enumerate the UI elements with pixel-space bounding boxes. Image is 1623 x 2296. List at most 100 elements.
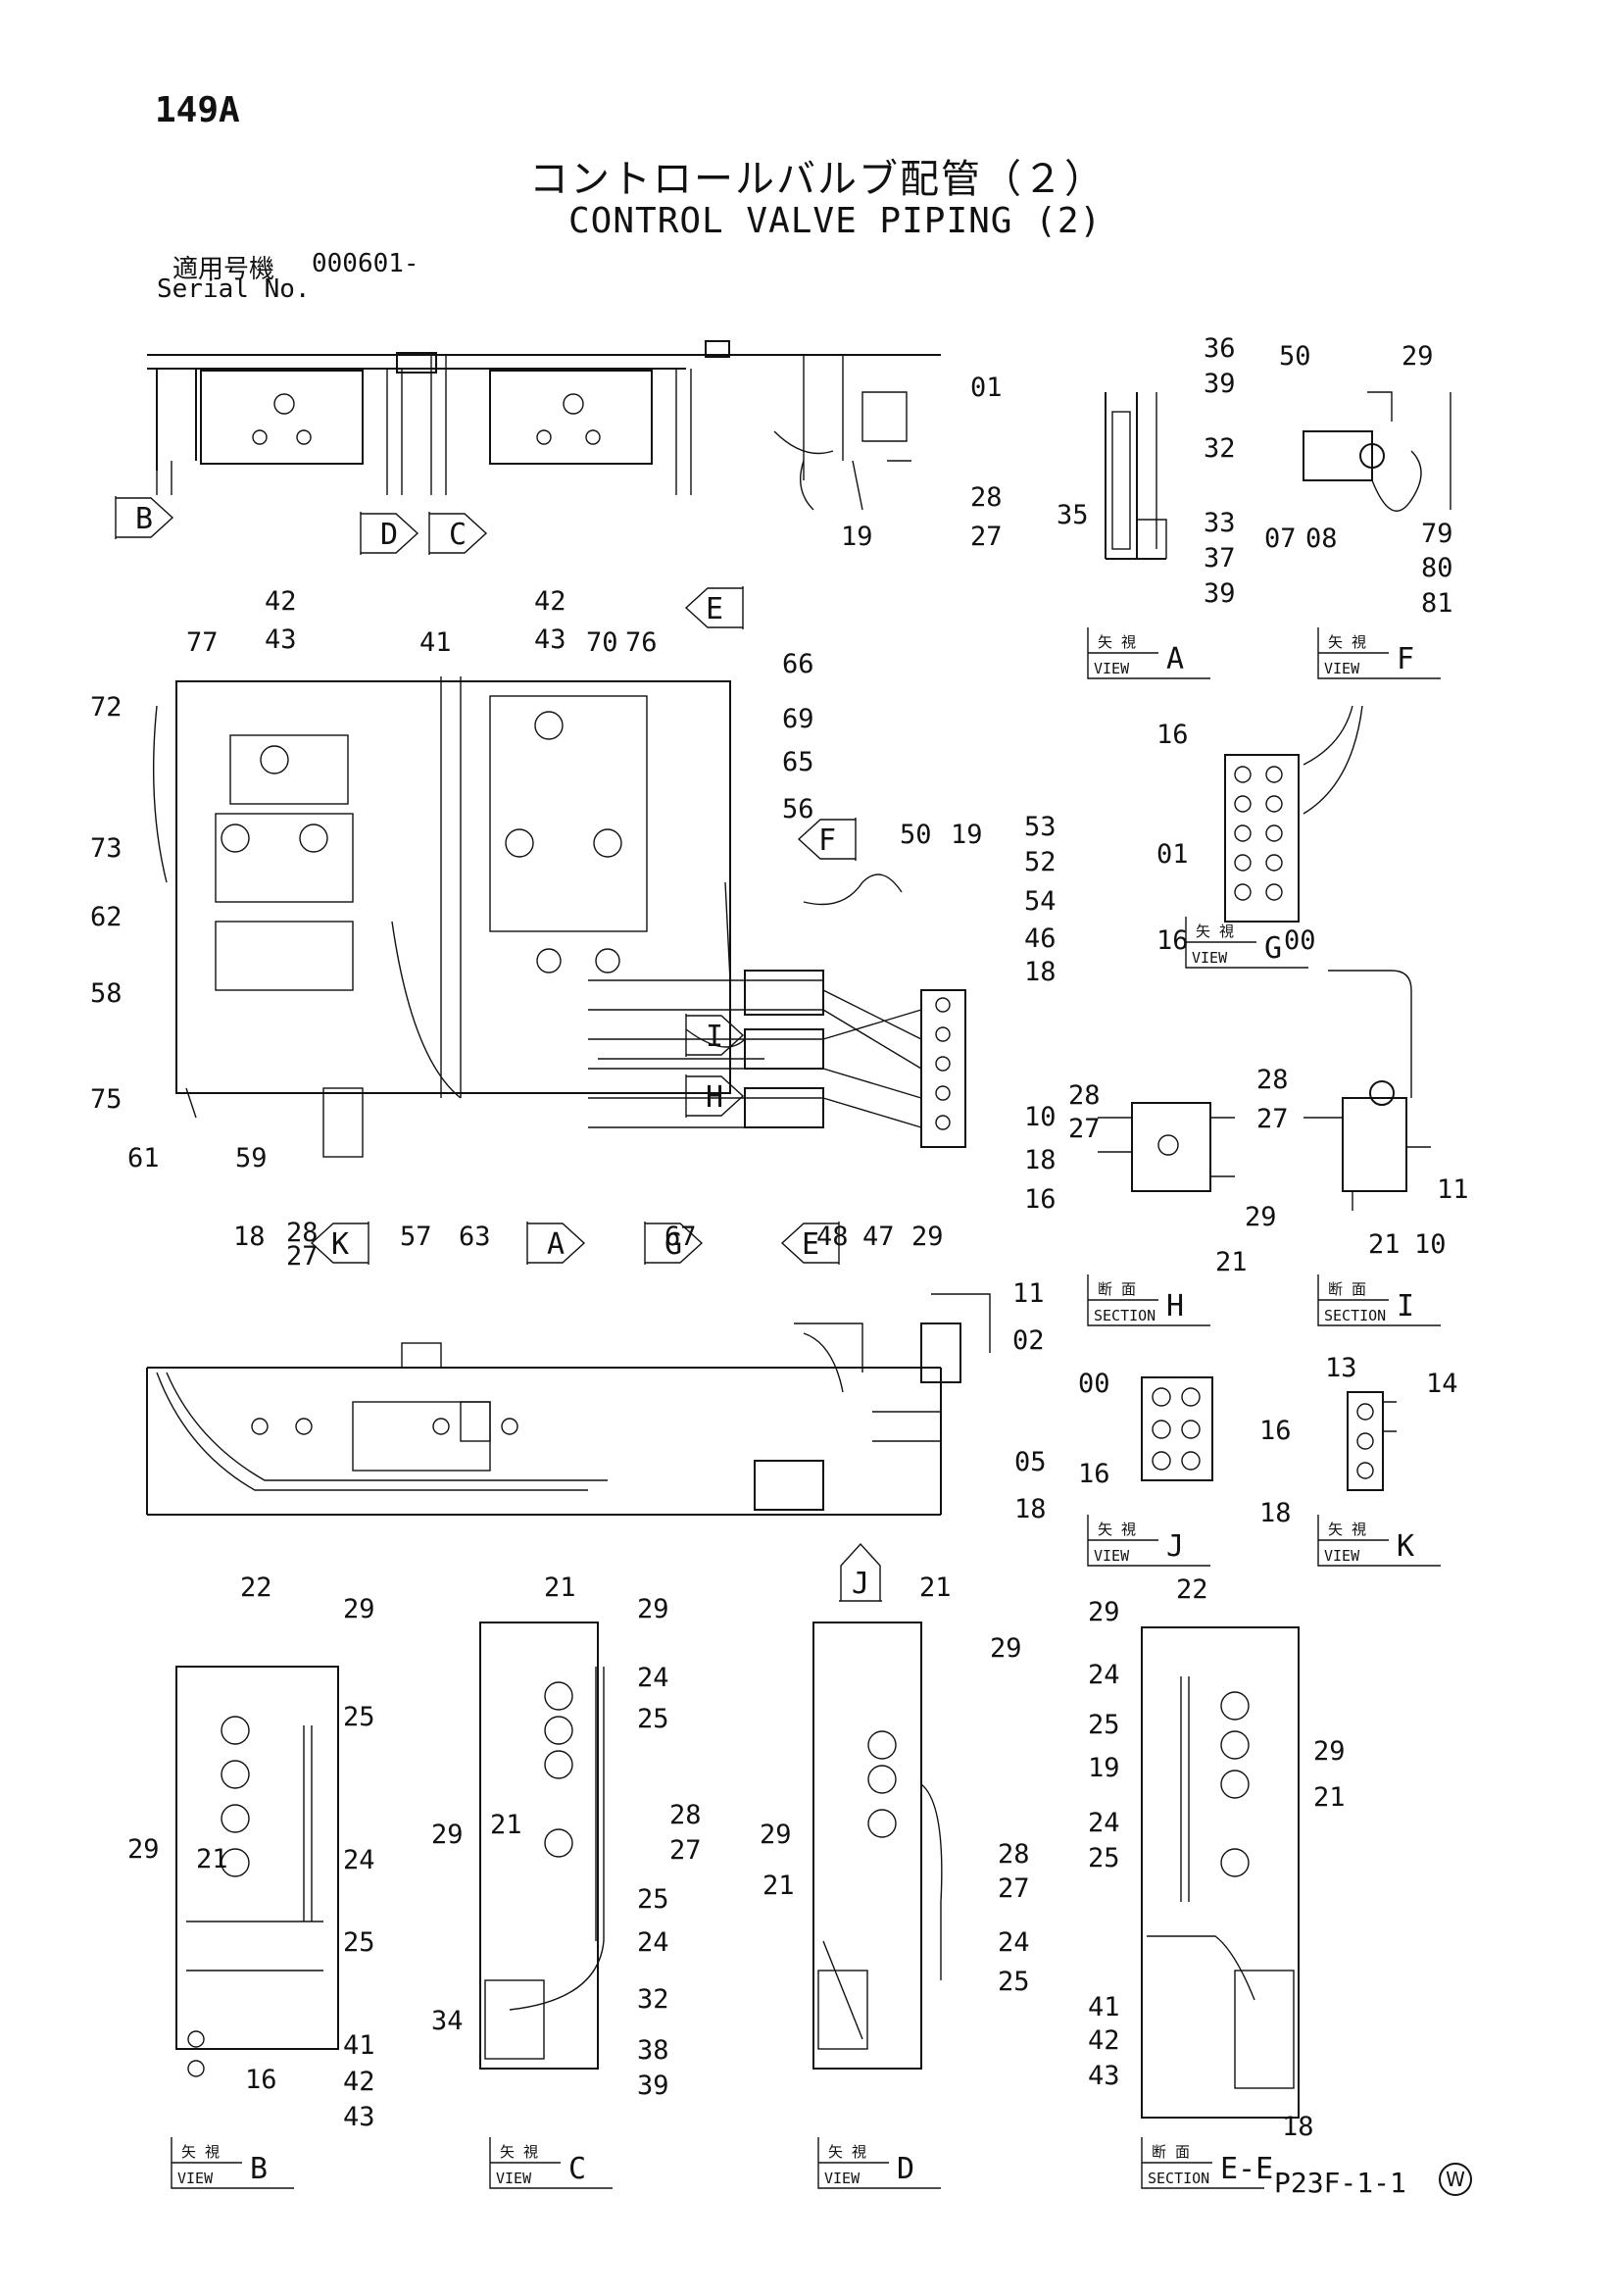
- part-callout-29: 29: [1245, 1202, 1277, 1232]
- part-callout-27: 27: [998, 1873, 1030, 1904]
- part-callout-81: 81: [1421, 588, 1453, 619]
- part-callout-28: 28: [970, 482, 1003, 513]
- part-callout-25: 25: [1088, 1710, 1120, 1740]
- part-callout-27: 27: [970, 522, 1003, 552]
- part-callout-25: 25: [1088, 1843, 1120, 1873]
- part-callout-27: 27: [1068, 1114, 1101, 1144]
- part-callout-08: 08: [1305, 524, 1338, 554]
- view-arrow-letter: J: [852, 1567, 869, 1601]
- view-label-en: VIEW: [824, 2170, 861, 2187]
- part-callout-42: 42: [343, 2067, 375, 2097]
- view-arrow-g: G: [644, 1222, 704, 1265]
- view-arrow-letter: B: [135, 502, 153, 536]
- title-japanese: コントロールバルブ配管（２）: [529, 157, 1106, 202]
- part-callout-27: 27: [1256, 1104, 1289, 1134]
- view-arrow-letter: G: [664, 1227, 682, 1262]
- part-callout-21: 21: [762, 1871, 795, 1901]
- watermark-symbol: W: [1439, 2163, 1472, 2196]
- part-callout-25: 25: [637, 1884, 669, 1915]
- part-callout-25: 25: [998, 1967, 1030, 1997]
- part-callout-22: 22: [1176, 1574, 1208, 1605]
- part-callout-77: 77: [186, 627, 219, 658]
- part-callout-18: 18: [1024, 1145, 1057, 1175]
- part-callout-27: 27: [669, 1835, 702, 1866]
- side-elevation-view: [146, 1293, 991, 1516]
- view-label-letter: G: [1264, 931, 1282, 966]
- part-callout-14: 14: [1426, 1369, 1458, 1399]
- part-callout-39: 39: [1204, 578, 1236, 609]
- part-callout-38: 38: [637, 2035, 669, 2066]
- view-arrow-letter: E: [802, 1227, 819, 1262]
- view-label-ja: 矢 視: [828, 2143, 866, 2161]
- view-label-en: VIEW: [1324, 660, 1360, 677]
- part-callout-19: 19: [841, 522, 873, 552]
- part-callout-16: 16: [1259, 1416, 1292, 1446]
- part-callout-62: 62: [90, 902, 123, 932]
- view-g-drawing: [1224, 705, 1363, 923]
- view-arrow-letter: F: [818, 824, 836, 858]
- part-callout-18: 18: [1259, 1498, 1292, 1528]
- part-callout-36: 36: [1204, 333, 1236, 364]
- view-k-drawing: [1347, 1391, 1397, 1491]
- part-callout-27: 27: [286, 1241, 319, 1272]
- part-callout-29: 29: [127, 1834, 160, 1865]
- part-callout-22: 22: [240, 1572, 272, 1603]
- part-callout-41: 41: [343, 2030, 375, 2061]
- part-callout-59: 59: [235, 1143, 268, 1173]
- part-callout-80: 80: [1421, 553, 1453, 583]
- view-d-drawing: [812, 1622, 943, 2070]
- part-callout-34: 34: [431, 2006, 464, 2036]
- view-label-ja: 矢 視: [181, 2143, 220, 2161]
- view-label-en: SECTION: [1324, 1307, 1386, 1324]
- part-callout-13: 13: [1325, 1353, 1357, 1383]
- view-arrow-i: I: [685, 1014, 745, 1057]
- view-arrow-letter: C: [449, 518, 467, 552]
- part-callout-00: 00: [1284, 925, 1316, 956]
- part-callout-29: 29: [911, 1222, 944, 1252]
- view-j-drawing: [1141, 1376, 1213, 1481]
- view-label-ja: 矢 視: [500, 2143, 538, 2161]
- part-callout-43: 43: [1088, 2061, 1120, 2091]
- part-callout-28: 28: [669, 1800, 702, 1830]
- part-callout-52: 52: [1024, 847, 1057, 877]
- section-i-drawing: [1303, 970, 1431, 1211]
- view-label-letter: E-E: [1220, 2152, 1273, 2186]
- view-label-ja: 矢 視: [1098, 633, 1136, 651]
- part-callout-54: 54: [1024, 886, 1057, 917]
- serial-range: 000601-: [312, 249, 419, 278]
- view-arrow-letter: I: [706, 1020, 723, 1054]
- part-callout-16: 16: [1156, 925, 1189, 956]
- part-callout-28: 28: [1068, 1080, 1101, 1111]
- part-callout-56: 56: [782, 794, 814, 824]
- view-arrow-d: D: [360, 512, 419, 555]
- serial-label-english: Serial No.: [157, 275, 311, 304]
- view-arrow-k: K: [310, 1222, 369, 1265]
- part-callout-21: 21: [1368, 1229, 1401, 1260]
- view-arrow-letter: D: [380, 518, 398, 552]
- part-callout-67: 67: [664, 1222, 697, 1252]
- view-label-ja: 矢 視: [1328, 1521, 1366, 1538]
- part-callout-69: 69: [782, 704, 814, 734]
- page-number: 149A: [155, 90, 240, 130]
- part-callout-18: 18: [1282, 2112, 1314, 2142]
- part-callout-35: 35: [1057, 500, 1089, 530]
- part-callout-33: 33: [1204, 508, 1236, 538]
- part-callout-48: 48: [816, 1222, 849, 1252]
- view-label-en: SECTION: [1094, 1307, 1156, 1324]
- view-label-ja: 矢 視: [1098, 1521, 1136, 1538]
- part-callout-01: 01: [1156, 839, 1189, 870]
- view-arrow-j: J: [839, 1542, 882, 1602]
- view-arrow-letter: E: [706, 592, 723, 626]
- view-label-letter: C: [568, 2152, 586, 2186]
- part-callout-79: 79: [1421, 519, 1453, 549]
